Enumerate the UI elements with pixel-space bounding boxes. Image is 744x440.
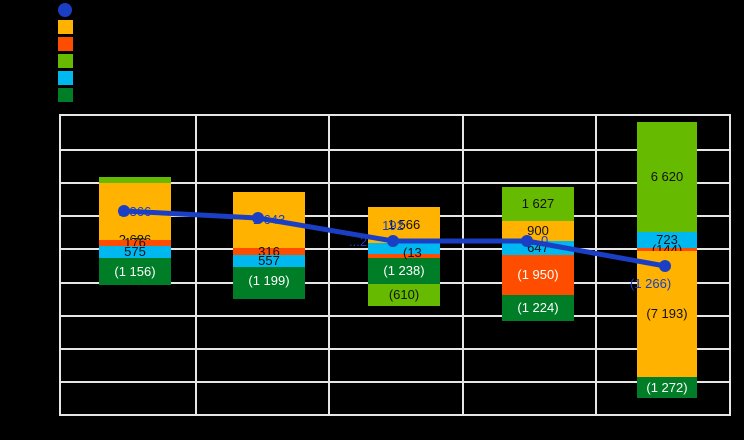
bar-1-seg-dgreen-label: (1 156)	[114, 264, 156, 279]
bar-4[interactable]: 1 627 900 647 (1 950) (1 224)	[502, 116, 574, 414]
gridline-horizontal	[61, 182, 729, 184]
clipped-label-2: 192	[382, 218, 404, 233]
bar-5-seg-ygreen-label: 6 620	[650, 169, 684, 184]
bar-2-seg-dgreen-2[interactable]	[233, 295, 305, 299]
bar-1-seg-cyan-label: 575	[124, 244, 146, 259]
legend-item-series-cyan[interactable]	[58, 70, 118, 87]
bar-4-seg-cyan-label: 647	[527, 240, 549, 255]
gridline-vertical	[462, 116, 464, 414]
gridline-vertical	[195, 116, 197, 414]
gridline-horizontal	[61, 149, 729, 151]
bar-2-seg-dgreen-label: (1 199)	[248, 273, 290, 288]
legend-item-series-line[interactable]	[58, 2, 118, 19]
bar-4-seg-orange-label: (1 950)	[517, 267, 559, 282]
legend-marker-square-icon	[58, 54, 73, 68]
bar-5-seg-amber[interactable]	[637, 251, 697, 377]
bar-1-seg-amber-label: 2 366	[118, 204, 152, 219]
line-point-label-4: 0	[541, 233, 549, 248]
line-point-label-5: (1 266)	[630, 276, 672, 291]
bar-1-seg-ygreen[interactable]	[99, 177, 171, 183]
gridline-horizontal	[61, 381, 729, 383]
legend-marker-square-icon	[58, 71, 73, 85]
legend-marker-circle-icon	[58, 3, 72, 17]
bar-2-seg-amber-label: 1 643	[252, 212, 286, 227]
bar-3-seg-dgreen-label: (1 238)	[383, 263, 425, 278]
legend-item-series-orange[interactable]	[58, 36, 118, 53]
bar-4-seg-ygreen-label: 1 627	[521, 196, 555, 211]
legend-marker-square-icon	[58, 37, 73, 51]
bar-5-seg-dgreen[interactable]	[637, 377, 697, 398]
legend-item-series-dark-green[interactable]	[58, 87, 118, 104]
legend-item-series-amber[interactable]	[58, 19, 118, 36]
gridline-horizontal	[61, 348, 729, 350]
bar-4-seg-amber-label: 900	[527, 223, 549, 238]
line-point-label-3: ...2	[349, 234, 368, 249]
legend-item-series-yellow-green[interactable]	[58, 53, 118, 70]
clipped-label-1: (13	[403, 245, 422, 260]
bar-4-seg-dgreen[interactable]	[502, 295, 574, 321]
bar-3-seg-ygreen[interactable]	[368, 284, 440, 306]
gridline-vertical	[328, 116, 330, 414]
gridline-horizontal	[61, 315, 729, 317]
bar-3-seg-ygreen-label: (610)	[388, 287, 420, 302]
bar-2-seg-cyan-label: 557	[258, 253, 280, 268]
bar-3[interactable]: 1 566(1 238)(610)	[368, 116, 440, 414]
bar-2-seg-dgreen[interactable]	[233, 267, 305, 295]
bar-5-seg-amber-label: (7 193)	[646, 306, 688, 321]
chart-legend	[58, 2, 118, 104]
bar-1[interactable]: 2 3662 686176575(1 156)	[99, 116, 171, 414]
gridline-vertical	[595, 116, 597, 414]
bar-5-seg-dgreen-label: (1 272)	[646, 380, 688, 395]
bar-4-seg-dgreen-label: (1 224)	[517, 300, 559, 315]
legend-marker-square-icon	[58, 88, 73, 102]
legend-marker-square-icon	[58, 20, 73, 34]
